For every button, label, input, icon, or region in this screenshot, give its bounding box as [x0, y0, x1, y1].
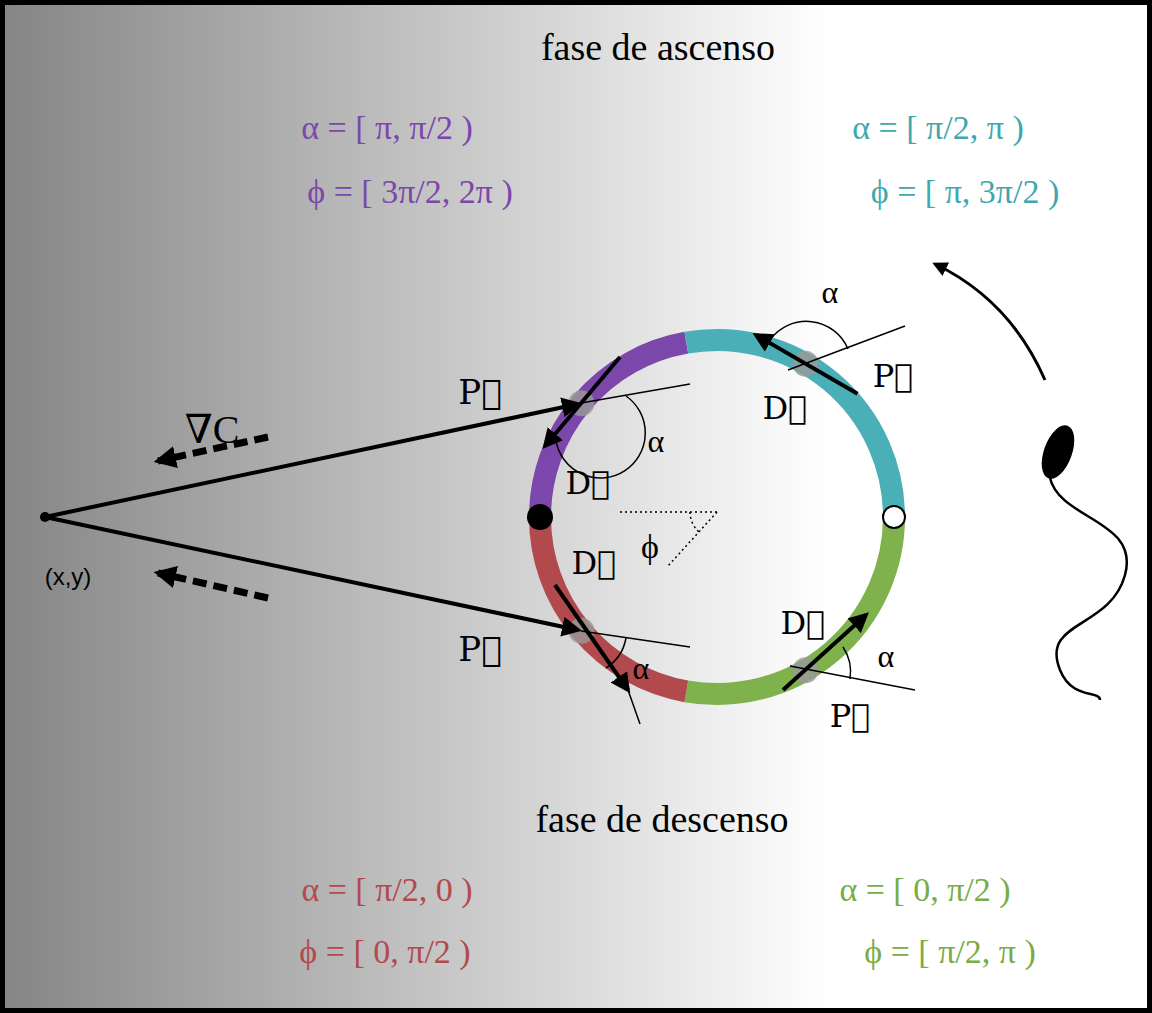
interval-label: ϕ = [ 3π/2, 2π )	[307, 172, 513, 211]
vector-arrow	[45, 517, 578, 630]
sperm-head	[1035, 421, 1080, 483]
interval-label: ϕ = [ π/2, π )	[864, 932, 1036, 971]
angle-label: α	[648, 423, 665, 460]
phi-angle	[620, 512, 717, 566]
interval-label: α = [ π, π/2 )	[301, 108, 472, 147]
vector-arrow	[45, 404, 578, 517]
gradient-arrow	[158, 573, 268, 598]
interval-label: α = [ 0, π/2 )	[839, 870, 1010, 909]
tangent-arrow	[545, 357, 620, 446]
sperm-tail	[1050, 478, 1127, 700]
vector-label: D⃗	[781, 605, 826, 642]
angle-label: ϕ	[641, 527, 659, 566]
gradient-label: ∇C	[185, 407, 240, 453]
ring-segment	[540, 343, 686, 517]
interval-label: α = [ π/2, 0 )	[301, 870, 472, 909]
coordinate-label: (x,y)	[45, 563, 92, 591]
tangent-arrow	[555, 585, 628, 690]
vector-label: P⃗	[830, 698, 871, 735]
guide-line	[628, 690, 640, 724]
vector-label: D⃗	[763, 390, 808, 427]
phase-heading: fase de ascenso	[541, 26, 775, 70]
background-frame	[3, 3, 1150, 1011]
guide-line	[790, 666, 915, 690]
phase-heading: fase de descenso	[535, 798, 788, 842]
start-dot	[527, 504, 553, 530]
vector-label: P⃗	[873, 358, 914, 395]
vector-label: P⃗	[458, 630, 501, 669]
end-dot	[883, 506, 905, 528]
ring-segment	[686, 517, 894, 694]
angle-label: α	[878, 638, 895, 675]
ring-segment	[686, 340, 894, 517]
vector-label: D⃗	[572, 545, 617, 582]
interval-label: ϕ = [ 0, π/2 )	[299, 932, 470, 971]
angle-label: α	[822, 274, 839, 311]
ring-segment	[540, 517, 686, 691]
angle-arcs	[556, 321, 851, 679]
vector-label: D⃗	[566, 465, 611, 502]
interval-label: ϕ = [ π, 3π/2 )	[871, 172, 1060, 211]
vector-label: P⃗	[458, 373, 501, 412]
tangent-arrow	[756, 335, 858, 394]
interval-label: α = [ π/2, π )	[852, 108, 1023, 147]
rotation-arrow	[935, 264, 1045, 380]
angle-label: α	[633, 650, 650, 687]
